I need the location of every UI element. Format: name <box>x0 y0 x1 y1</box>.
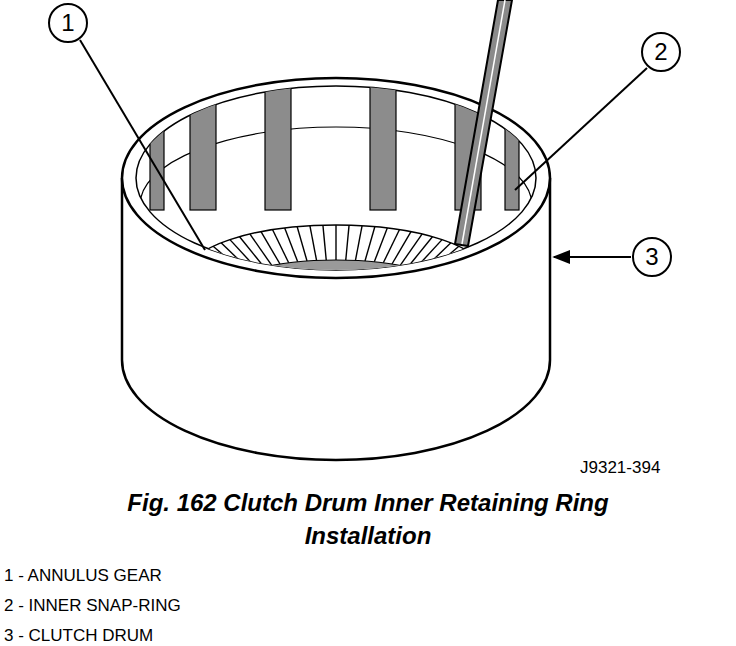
gear-tooth <box>188 266 225 284</box>
legend-item: 2 - INNER SNAP-RING <box>4 596 181 616</box>
gear-tooth <box>206 300 239 305</box>
gear-tooth <box>433 250 466 275</box>
gear-tooth <box>433 300 466 305</box>
drum-spline <box>265 80 291 210</box>
screwdriver <box>455 0 512 246</box>
gear-tooth <box>195 258 231 280</box>
gear-tooth <box>444 288 481 298</box>
gear-tooth <box>428 304 459 308</box>
gear-tooth <box>297 227 307 261</box>
gear-tooth <box>422 243 451 271</box>
gear-tooth <box>213 304 244 308</box>
gear-tooth <box>346 225 349 260</box>
gear-tooth <box>273 230 289 263</box>
gear-tooth <box>335 225 336 260</box>
gear-tooth <box>400 315 422 316</box>
callout-circle: 1 <box>48 3 88 43</box>
gear-tooth <box>240 312 264 314</box>
drum-spline <box>150 80 164 210</box>
gear-tooth <box>261 232 280 264</box>
gear-tooth <box>221 307 250 309</box>
leader-arrow <box>554 256 631 258</box>
drum-spline <box>370 80 396 210</box>
gear-tooth <box>310 226 317 261</box>
gear-tooth <box>195 292 231 300</box>
annulus-gear-outline <box>186 225 486 325</box>
gear-tooth <box>285 228 298 262</box>
legend-item: 3 - CLUTCH DRUM <box>4 626 153 646</box>
gear-tooth <box>323 225 326 260</box>
legend-item: 1 - ANNULUS GEAR <box>4 566 162 586</box>
gear-tooth <box>448 275 486 290</box>
gear-tooth <box>374 228 387 262</box>
gear-tooth <box>285 318 298 322</box>
gear-tooth <box>323 320 326 325</box>
gear-tooth <box>355 320 362 325</box>
screwdriver-highlight <box>462 0 505 244</box>
gear-tooth <box>273 317 289 320</box>
gear-tooth <box>383 317 399 320</box>
gear-tooth <box>261 316 280 318</box>
gear-tooth <box>441 292 477 300</box>
gear-tooth <box>444 262 481 282</box>
gear-tooth <box>383 230 399 263</box>
gear-tooth <box>448 279 486 292</box>
gear-tooth <box>191 288 228 298</box>
callout-number: 3 <box>645 243 658 271</box>
leader-line <box>515 68 647 190</box>
gear-tooth <box>200 296 234 303</box>
drum-hub <box>224 260 448 320</box>
gear-tooth <box>187 271 225 288</box>
gear-tooth <box>240 237 264 267</box>
gear-tooth <box>335 320 336 325</box>
gear-tooth <box>188 284 225 296</box>
callout-number: 1 <box>61 9 74 37</box>
gear-tooth <box>392 316 411 318</box>
gear-tooth <box>355 226 362 261</box>
callout-circle: 3 <box>632 237 672 277</box>
gear-tooth <box>191 262 228 282</box>
gear-tooth <box>408 312 432 314</box>
gear-tooth <box>365 227 375 261</box>
gear-tooth <box>428 246 459 272</box>
gear-tooth <box>250 315 272 316</box>
gear-tooth <box>250 234 272 265</box>
gear-tooth <box>297 319 307 323</box>
annulus-gear-teeth <box>186 225 486 325</box>
gear-tooth <box>230 310 257 312</box>
gear-tooth <box>346 320 349 325</box>
gear-tooth <box>446 284 483 296</box>
figure-caption: Fig. 162 Clutch Drum Inner Retaining Rin… <box>68 486 668 552</box>
gear-tooth <box>400 234 422 265</box>
gear-tooth <box>392 232 411 264</box>
gear-tooth <box>438 254 472 277</box>
gear-tooth <box>415 310 442 312</box>
leader-line <box>80 40 205 250</box>
gear-tooth <box>438 296 472 303</box>
drum-spline <box>505 80 519 210</box>
callout-number: 2 <box>654 38 667 66</box>
callout-circle: 2 <box>641 32 681 72</box>
gear-tooth <box>365 319 375 323</box>
gear-tooth <box>446 266 483 284</box>
gear-tooth <box>310 320 317 325</box>
gear-tooth <box>186 275 224 290</box>
figure-id: J9321-394 <box>580 458 660 478</box>
gear-tooth <box>448 271 486 288</box>
gear-tooth <box>187 279 225 292</box>
gear-tooth <box>441 258 477 280</box>
gear-tooth <box>200 254 234 277</box>
gear-tooth <box>422 307 451 309</box>
gear-tooth <box>408 237 432 267</box>
gear-tooth <box>374 318 387 322</box>
drum-spline <box>190 80 216 210</box>
gear-tooth <box>230 240 257 269</box>
